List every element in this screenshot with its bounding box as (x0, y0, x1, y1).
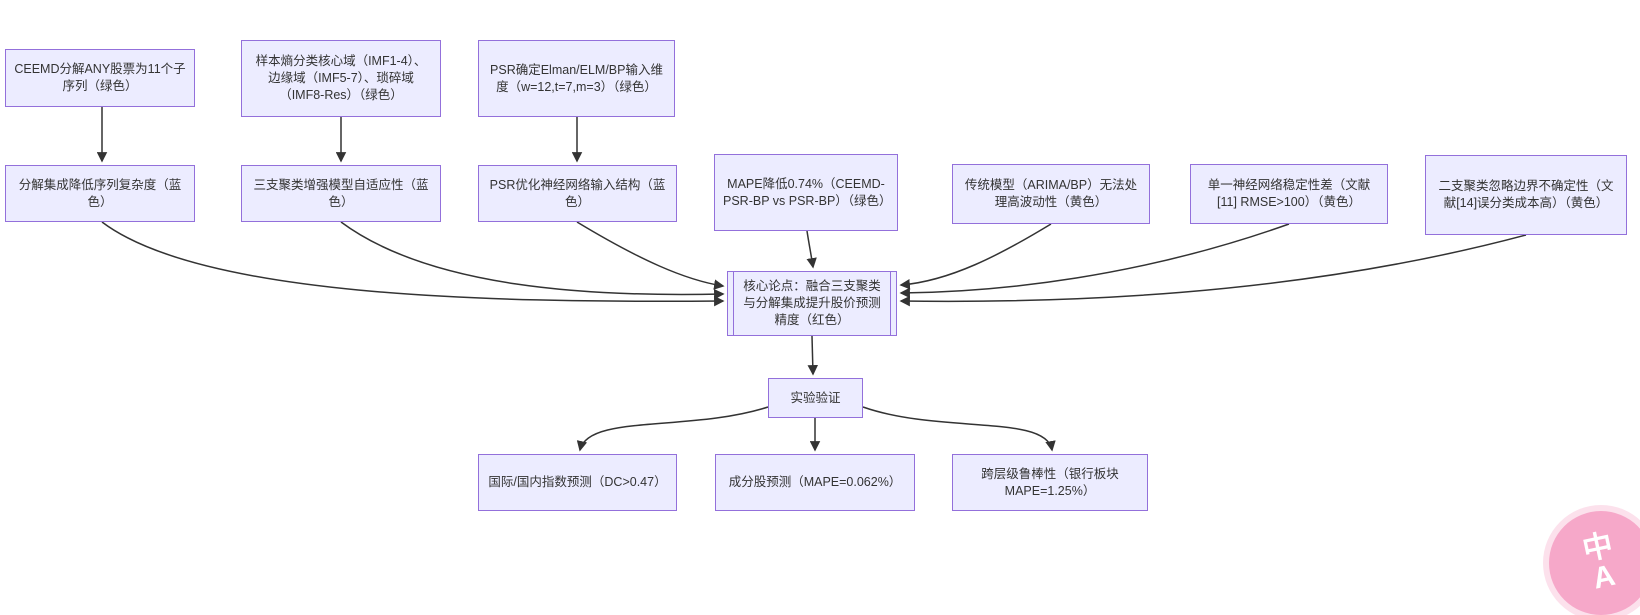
node-psr-opt-label: PSR优化神经网络输入结构（蓝色） (489, 177, 666, 209)
node-stock-pred-label: 成分股预测（MAPE=0.062%） (728, 475, 902, 489)
node-robust-label: 跨层级鲁棒性（银行板块MAPE=1.25%） (981, 466, 1119, 498)
node-three-way: 三支聚类增强模型自适应性（蓝色） (241, 165, 441, 222)
node-mape: MAPE降低0.74%（CEEMD-PSR-BP vs PSR-BP）（绿色） (714, 154, 898, 231)
edge-experiment-robust (862, 406, 1056, 452)
node-robust: 跨层级鲁棒性（银行板块MAPE=1.25%） (952, 454, 1148, 511)
edge-twoway-core (899, 234, 1527, 307)
node-psr-dim: PSR确定Elman/ELM/BP输入维度（w=12,t=7,m=3）（绿色） (478, 40, 675, 117)
node-decomp-label: 分解集成降低序列复杂度（蓝色） (18, 177, 182, 209)
node-index-pred: 国际/国内指数预测（DC>0.47） (478, 454, 677, 511)
node-ceemd-label: CEEMD分解ANY股票为11个子序列（绿色） (14, 62, 186, 93)
node-psr-opt: PSR优化神经网络输入结构（蓝色） (478, 165, 677, 222)
node-experiment-label: 实验验证 (790, 390, 841, 405)
node-three-way-label: 三支聚类增强模型自适应性（蓝色） (253, 177, 429, 209)
edge-singlenn-core (899, 223, 1290, 299)
node-decomp: 分解集成降低序列复杂度（蓝色） (5, 165, 195, 222)
node-ceemd: CEEMD分解ANY股票为11个子序列（绿色） (5, 49, 195, 107)
node-two-way-label: 二支聚类忽略边界不确定性（文献[14]误分类成本高）（黄色） (1438, 179, 1614, 210)
node-entropy-label: 样本熵分类核心域（IMF1-4）、边缘域（IMF5-7）、琐碎域（IMF8-Re… (255, 54, 427, 102)
node-traditional: 传统模型（ARIMA/BP）无法处理高波动性（黄色） (952, 164, 1150, 224)
node-mape-label: MAPE降低0.74%（CEEMD-PSR-BP vs PSR-BP）（绿色） (723, 176, 892, 208)
node-stock-pred: 成分股预测（MAPE=0.062%） (715, 454, 915, 511)
edge-traditional-core (899, 223, 1052, 290)
node-single-nn-label: 单一神经网络稳定性差（文献[11] RMSE>100）（黄色） (1207, 178, 1371, 209)
node-single-nn: 单一神经网络稳定性差（文献[11] RMSE>100）（黄色） (1190, 164, 1388, 224)
edge-experiment-indexpred (576, 406, 769, 452)
node-core-thesis: 核心论点：融合三支聚类与分解集成提升股价预测精度（红色） (727, 271, 897, 336)
edge-mape-core (806, 230, 817, 269)
edge-decomp-core (101, 221, 725, 307)
node-two-way: 二支聚类忽略边界不确定性（文献[14]误分类成本高）（黄色） (1425, 155, 1627, 235)
translate-button[interactable]: 中A (1549, 511, 1640, 615)
node-index-pred-label: 国际/国内指数预测（DC>0.47） (488, 475, 667, 489)
edge-core-experiment (807, 335, 819, 376)
subroutine-left-line (733, 272, 734, 335)
node-traditional-label: 传统模型（ARIMA/BP）无法处理高波动性（黄色） (964, 178, 1138, 209)
edge-psropt-core (576, 221, 725, 290)
node-experiment: 实验验证 (768, 378, 863, 418)
node-core-label: 核心论点：融合三支聚类与分解集成提升股价预测精度（红色） (743, 279, 881, 327)
node-psr-dim-label: PSR确定Elman/ELM/BP输入维度（w=12,t=7,m=3）（绿色） (490, 62, 663, 94)
subroutine-right-line (890, 272, 891, 335)
node-entropy: 样本熵分类核心域（IMF1-4）、边缘域（IMF5-7）、琐碎域（IMF8-Re… (241, 40, 441, 117)
translate-icon: 中A (1579, 528, 1619, 596)
edge-threeway-core (340, 221, 725, 300)
